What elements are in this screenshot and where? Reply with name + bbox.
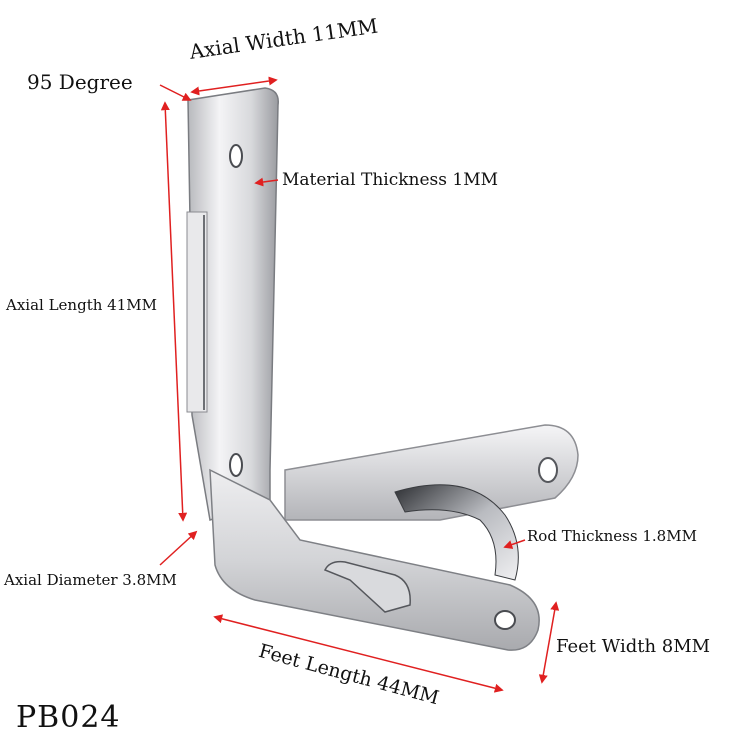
degree-label: 95 Degree [27, 70, 133, 94]
foot-catch [323, 560, 411, 613]
product-code: PB024 [16, 700, 121, 735]
axial-diameter-label: Axial Diameter 3.8MM [4, 571, 177, 589]
arrow-rod-thickness [503, 539, 526, 549]
curved-rod [394, 484, 519, 581]
lower-foot [209, 468, 540, 651]
axial-length-label: Axial Length 41MM [6, 296, 157, 314]
arrow-feet-width [538, 601, 560, 684]
middle-screw-hole [229, 453, 243, 477]
arrow-axial-diameter [159, 530, 198, 566]
arrow-material-thickness [254, 177, 279, 187]
arrow-axial-width [190, 76, 278, 96]
arrow-degree [159, 84, 192, 101]
arrow-feet-length [213, 614, 504, 693]
rod-thickness-label: Rod Thickness 1.8MM [527, 527, 697, 545]
upper-foot-arm [284, 424, 579, 521]
top-screw-hole [229, 144, 243, 168]
lower-foot-hole [494, 610, 516, 630]
arrow-axial-length [160, 101, 188, 522]
upper-foot-hole [538, 457, 558, 483]
feet-width-label: Feet Width 8MM [556, 636, 711, 657]
material-thickness-label: Material Thickness 1MM [282, 170, 499, 190]
